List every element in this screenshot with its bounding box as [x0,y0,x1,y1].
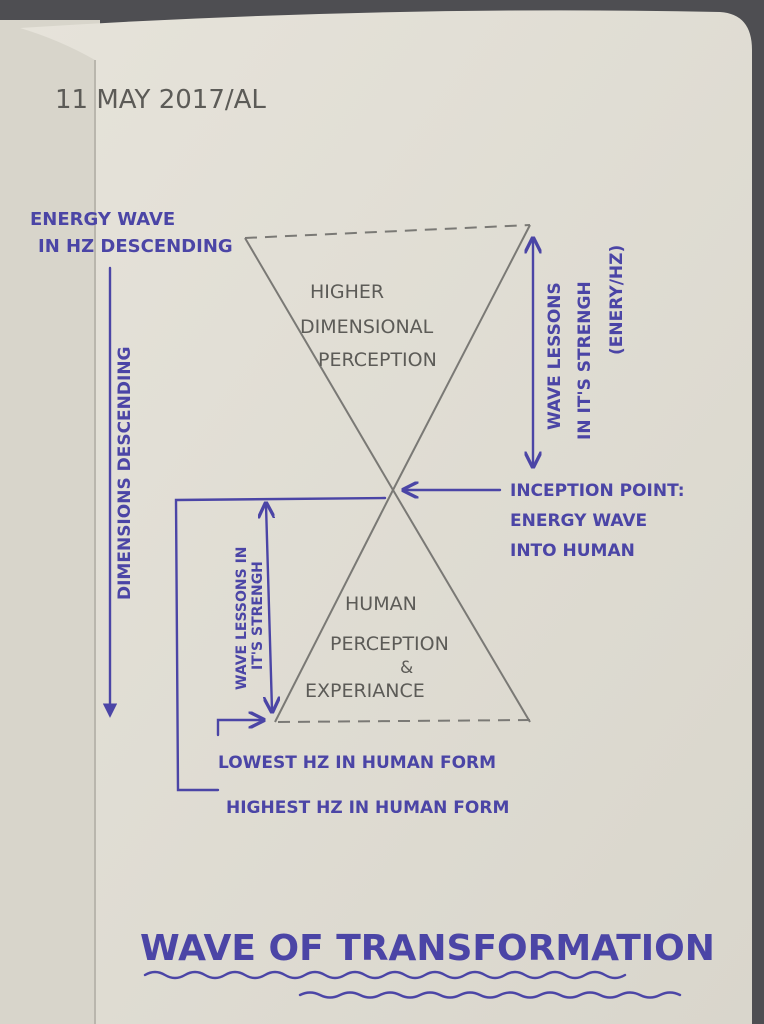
hourglass-shape [244,224,531,723]
title-wavy-underline-2 [298,991,682,999]
dimensional-label: DIMENSIONAL [300,316,434,338]
inception-label-2: ENERGY WAVE [510,511,647,531]
highest-hz-label: HIGHEST HZ IN HUMAN FORM [226,798,509,818]
perception-label: PERCEPTION [318,349,437,371]
title-wavy-underline [143,970,627,980]
lowest-arrow [216,720,262,737]
ampersand-label: & [400,658,413,678]
diagram-title: WAVE OF TRANSFORMATION [140,928,715,969]
wave-lessons-right-2: IN IT'S STRENGH [575,281,595,440]
higher-label: HIGHER [310,281,384,303]
energy-wave-label-2: IN HZ DESCENDING [38,236,233,257]
experiance-label: EXPERIANCE [305,680,425,702]
energy-wave-label: ENERGY WAVE [30,209,175,230]
inception-label-1: INCEPTION POINT: [510,481,685,501]
dimensions-descending-label: DIMENSIONS DESCENDING [115,346,135,600]
left-page [0,20,100,1024]
wave-lessons-right-3: (ENERY/HZ) [607,245,627,355]
lowest-hz-label: LOWEST HZ IN HUMAN FORM [218,753,496,773]
wave-lessons-left-2: IT'S STRENGH [250,561,266,670]
inception-label-3: INTO HUMAN [510,541,635,561]
human-form-bracket [174,496,387,792]
left-double-arrow [266,505,272,710]
human-label: HUMAN [345,593,417,615]
wave-lessons-right-1: WAVE LESSONS [545,282,565,430]
notebook-page [20,10,752,1024]
date: 11 MAY 2017/AL [55,85,266,115]
wave-lessons-left-1: WAVE LESSONS IN [234,547,250,691]
perception-label-lower: PERCEPTION [330,633,449,655]
